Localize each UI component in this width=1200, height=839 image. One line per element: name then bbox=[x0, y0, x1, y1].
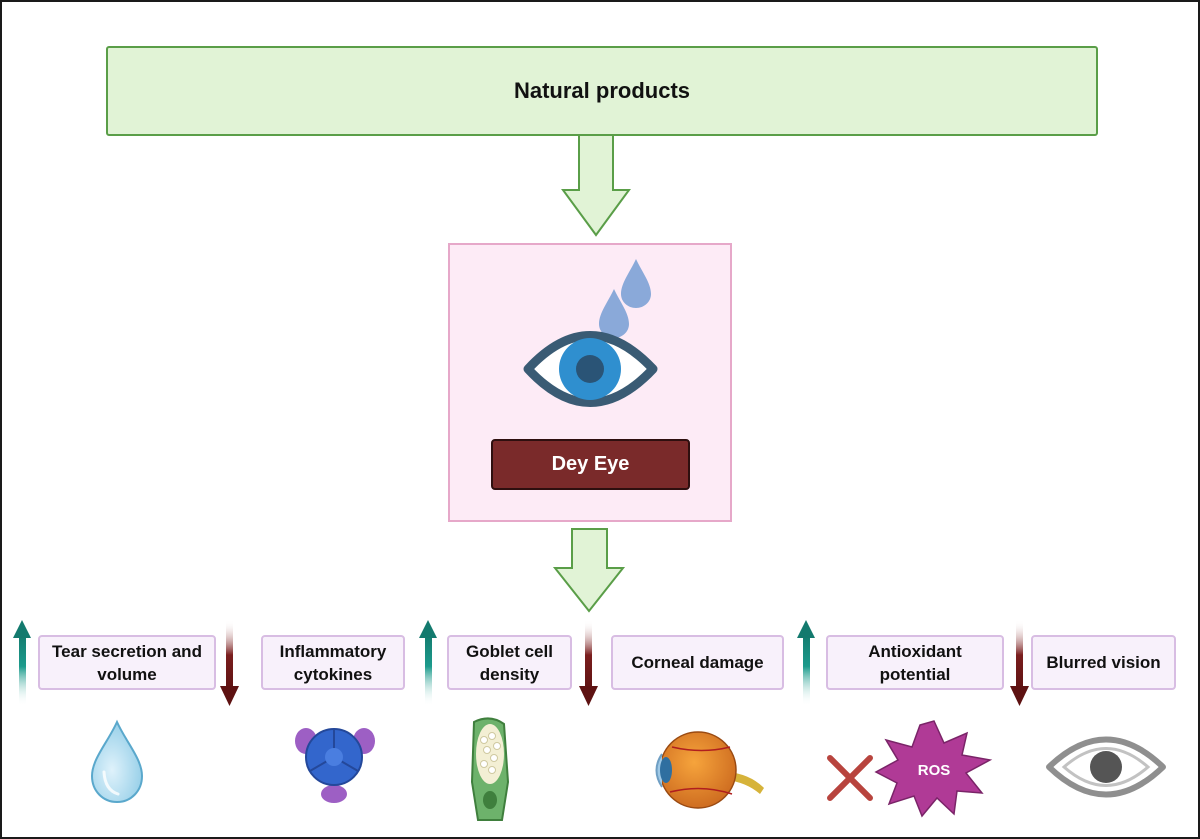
dry-eye-label-box: Dey Eye bbox=[491, 439, 690, 490]
natural-products-box: Natural products bbox=[106, 46, 1098, 136]
water-drop-icon bbox=[90, 719, 144, 804]
cross-icon bbox=[827, 755, 873, 801]
outcome-goblet-cell-box: Goblet cell density bbox=[447, 635, 572, 690]
tear-drop-icon bbox=[621, 259, 651, 308]
down-arrow-icon bbox=[579, 620, 598, 706]
eye-icon bbox=[523, 331, 658, 407]
outcome-inflammatory-cytokines-label: Inflammatory cytokines bbox=[279, 641, 387, 684]
flow-arrow-bottom bbox=[552, 528, 626, 613]
outcome-blurred-vision-label: Blurred vision bbox=[1046, 653, 1161, 672]
outcome-antioxidant-label: Antioxidant potential bbox=[868, 641, 962, 684]
outcome-corneal-damage-box: Corneal damage bbox=[611, 635, 784, 690]
eye-outline-icon bbox=[1046, 736, 1166, 798]
up-arrow-icon bbox=[419, 620, 437, 706]
outcome-inflammatory-cytokines-box: Inflammatory cytokines bbox=[261, 635, 405, 690]
dry-eye-label: Dey Eye bbox=[551, 453, 630, 475]
down-arrow-icon bbox=[1010, 620, 1029, 706]
up-arrow-icon bbox=[13, 620, 31, 706]
outcome-tear-secretion-label: Tear secretion and volume bbox=[52, 641, 202, 684]
outcome-blurred-vision-box: Blurred vision bbox=[1031, 635, 1176, 690]
ros-badge: ROS bbox=[918, 762, 951, 779]
goblet-cell-icon bbox=[470, 717, 510, 821]
tear-drop-icon bbox=[599, 289, 629, 338]
eyeball-anatomy-icon bbox=[655, 731, 764, 809]
cytokine-icon bbox=[295, 728, 375, 803]
outcome-tear-secretion-box: Tear secretion and volume bbox=[38, 635, 216, 690]
outcome-goblet-cell-label: Goblet cell density bbox=[466, 641, 553, 684]
down-arrow-icon bbox=[220, 620, 239, 706]
outcome-antioxidant-box: Antioxidant potential bbox=[826, 635, 1004, 690]
up-arrow-icon bbox=[797, 620, 815, 706]
ros-burst-icon: ROS bbox=[874, 720, 993, 818]
outcome-corneal-damage-label: Corneal damage bbox=[631, 653, 764, 672]
flow-arrow-top bbox=[561, 134, 631, 237]
natural-products-label: Natural products bbox=[513, 78, 691, 103]
